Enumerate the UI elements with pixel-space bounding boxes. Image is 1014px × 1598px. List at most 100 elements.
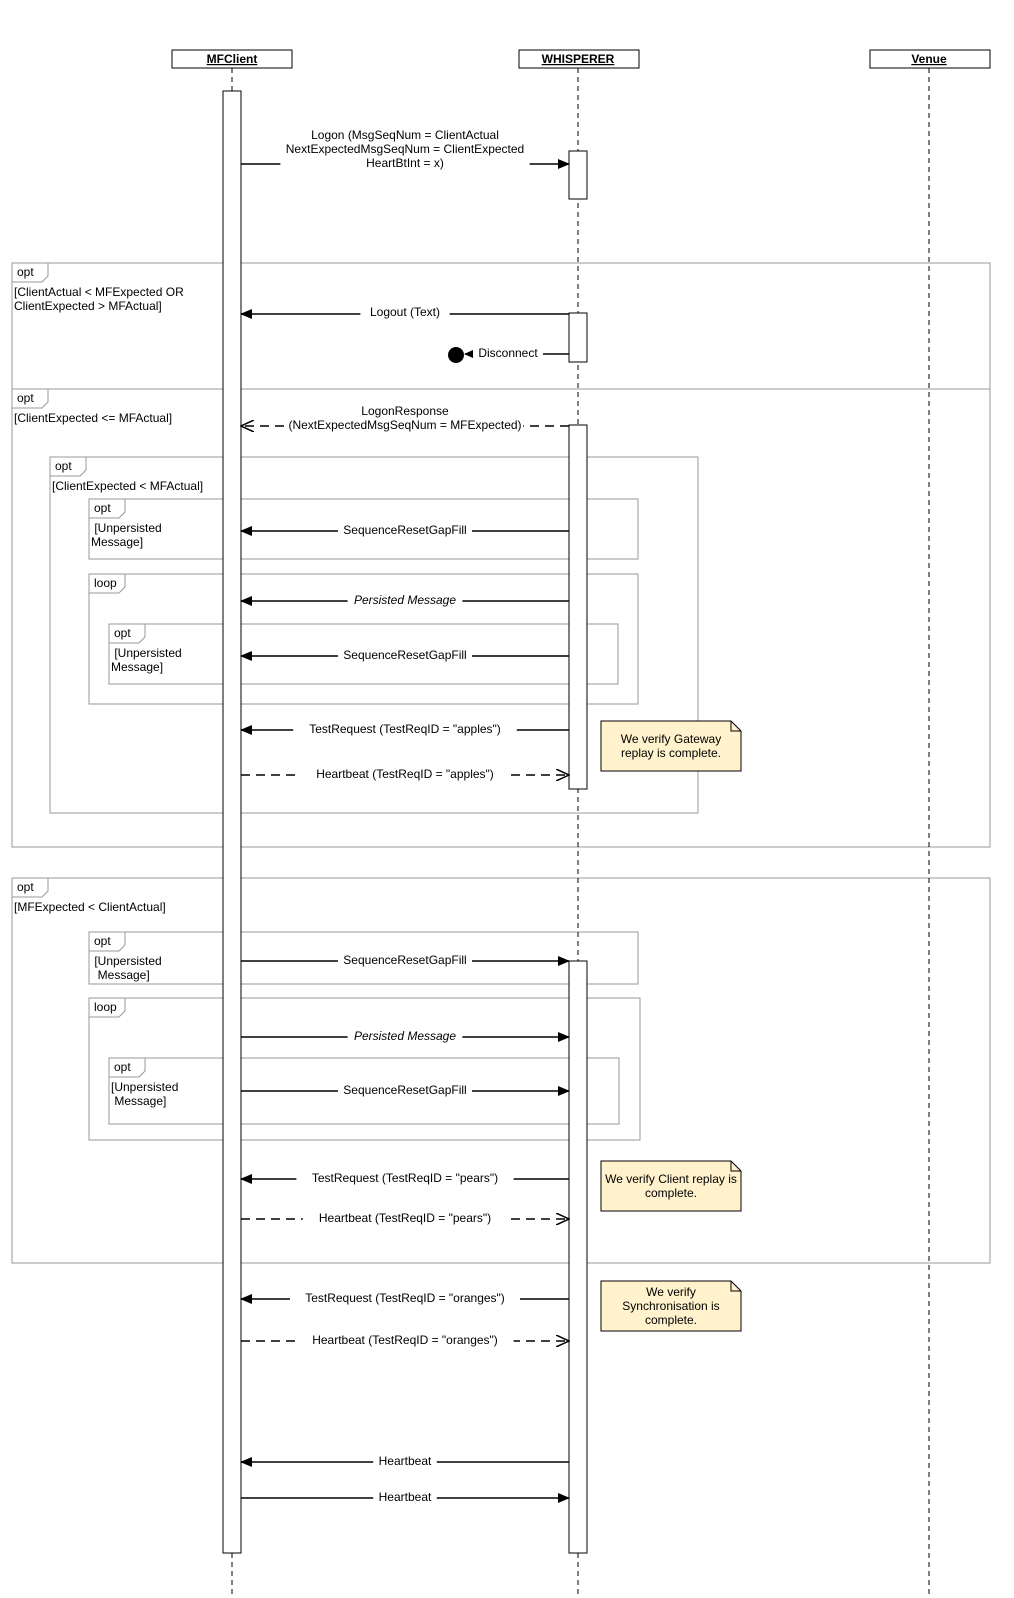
message-label-bg (286, 401, 524, 431)
combined-fragment-opt: opt [ClientExpected <= MFActual] (11, 388, 991, 848)
message-label-bg (302, 1208, 508, 1224)
message: Logout (Text) (240, 302, 569, 319)
message: TestRequest (TestReqID = "pears") (240, 1168, 569, 1185)
activation-bar (568, 312, 588, 363)
fragment-operator: opt (94, 934, 111, 948)
fragment-guard: [MFExpected < ClientActual] (14, 900, 166, 914)
combined-fragment-loop: loop (88, 573, 639, 705)
activation-bar (568, 424, 588, 790)
fragment-operator: opt (17, 265, 34, 279)
message-label-bg (299, 764, 511, 780)
fragment-tab (88, 931, 126, 952)
message: Disconnect (448, 343, 569, 363)
note-body (600, 720, 742, 772)
fragment-operator: opt (114, 626, 131, 640)
activation-bar (222, 90, 242, 1554)
activation-bar (568, 960, 588, 1554)
message-label: SequenceResetGapFill (343, 1083, 466, 1097)
participant-label: WHISPERER (542, 52, 615, 66)
message: SequenceResetGapFill (240, 520, 569, 537)
message: Heartbeat (TestReqID = "oranges") (241, 1330, 569, 1347)
message-label: Heartbeat (TestReqID = "apples") (316, 767, 494, 781)
fragment-border (88, 573, 639, 705)
fragment-operator: loop (94, 576, 117, 590)
message-label-bg (296, 1330, 514, 1346)
fragment-tab (11, 388, 49, 409)
message-label: Disconnect (478, 346, 538, 360)
message-label: SequenceResetGapFill (343, 523, 466, 537)
message: Persisted Message (240, 590, 569, 607)
fragment-tab (88, 498, 126, 519)
fragment-border (108, 623, 619, 685)
fragment-border (49, 456, 699, 814)
fragment-operator: opt (94, 501, 111, 515)
fragment-tab (11, 262, 49, 283)
message-label-bg (373, 1487, 437, 1503)
message-label: Persisted Message (354, 1029, 456, 1043)
message-label: LogonResponse(NextExpectedMsgSeqNum = MF… (288, 404, 521, 432)
fragment-tab (88, 573, 126, 594)
fragment-border (88, 931, 639, 985)
message-label: SequenceResetGapFill (343, 953, 466, 967)
fragment-tab (11, 877, 49, 898)
fragment-guard: [Unpersisted Message] (91, 954, 162, 982)
fragment-guard: [Unpersisted Message] (111, 1080, 178, 1108)
message-label-bg (373, 1451, 437, 1467)
fragment-tab (49, 456, 87, 477)
fragment-tab (88, 997, 126, 1018)
message: LogonResponse(NextExpectedMsgSeqNum = MF… (241, 401, 569, 432)
fragment-border (11, 388, 991, 848)
message: Heartbeat (TestReqID = "pears") (241, 1208, 569, 1225)
message-label: SequenceResetGapFill (343, 648, 466, 662)
activation-bar (568, 150, 588, 200)
fragment-border (11, 877, 991, 1264)
fragment-guard: [ClientExpected <= MFActual] (14, 411, 172, 425)
note-fold (730, 1161, 741, 1172)
combined-fragment-opt: opt [MFExpected < ClientActual] (11, 877, 991, 1264)
participant-box (518, 49, 640, 69)
message: TestRequest (TestReqID = "oranges") (240, 1288, 569, 1305)
message-label-bg (347, 1026, 463, 1042)
combined-fragment-opt: opt [ClientExpected < MFActual] (49, 456, 699, 814)
message: SequenceResetGapFill (241, 1080, 570, 1097)
fragment-guard: [ClientExpected < MFActual] (52, 479, 203, 493)
message-label-bg (360, 302, 450, 318)
message-label: Heartbeat (TestReqID = "pears") (319, 1211, 491, 1225)
message-label-bg (338, 950, 472, 966)
message-label-bg (280, 125, 530, 169)
message: Heartbeat (TestReqID = "apples") (241, 764, 569, 781)
fragment-border (88, 997, 641, 1141)
fragment-tab (108, 623, 146, 644)
message-label-bg (290, 1288, 520, 1304)
fragment-tab (108, 1057, 146, 1078)
fragment-border (108, 1057, 620, 1125)
message-label: Heartbeat (TestReqID = "oranges") (312, 1333, 498, 1347)
message: SequenceResetGapFill (241, 950, 570, 967)
message-label: TestRequest (TestReqID = "pears") (312, 1171, 498, 1185)
message: Heartbeat (241, 1487, 570, 1504)
note-body (600, 1160, 742, 1212)
message: TestRequest (TestReqID = "apples") (240, 719, 569, 736)
combined-fragment-opt: opt [Unpersisted Message] (88, 931, 639, 985)
message-label-bg (338, 1080, 472, 1096)
message-label: Logout (Text) (370, 305, 440, 319)
fragment-operator: opt (17, 880, 34, 894)
fragment-operator: loop (94, 1000, 117, 1014)
message-label: TestRequest (TestReqID = "apples") (309, 722, 501, 736)
message: Heartbeat (240, 1451, 569, 1468)
participant-label: Venue (911, 52, 947, 66)
lifeline-venue: Venue (869, 49, 991, 1598)
message: Persisted Message (241, 1026, 570, 1043)
combined-fragment-loop: loop (88, 997, 641, 1141)
message-label: TestRequest (TestReqID = "oranges") (305, 1291, 505, 1305)
